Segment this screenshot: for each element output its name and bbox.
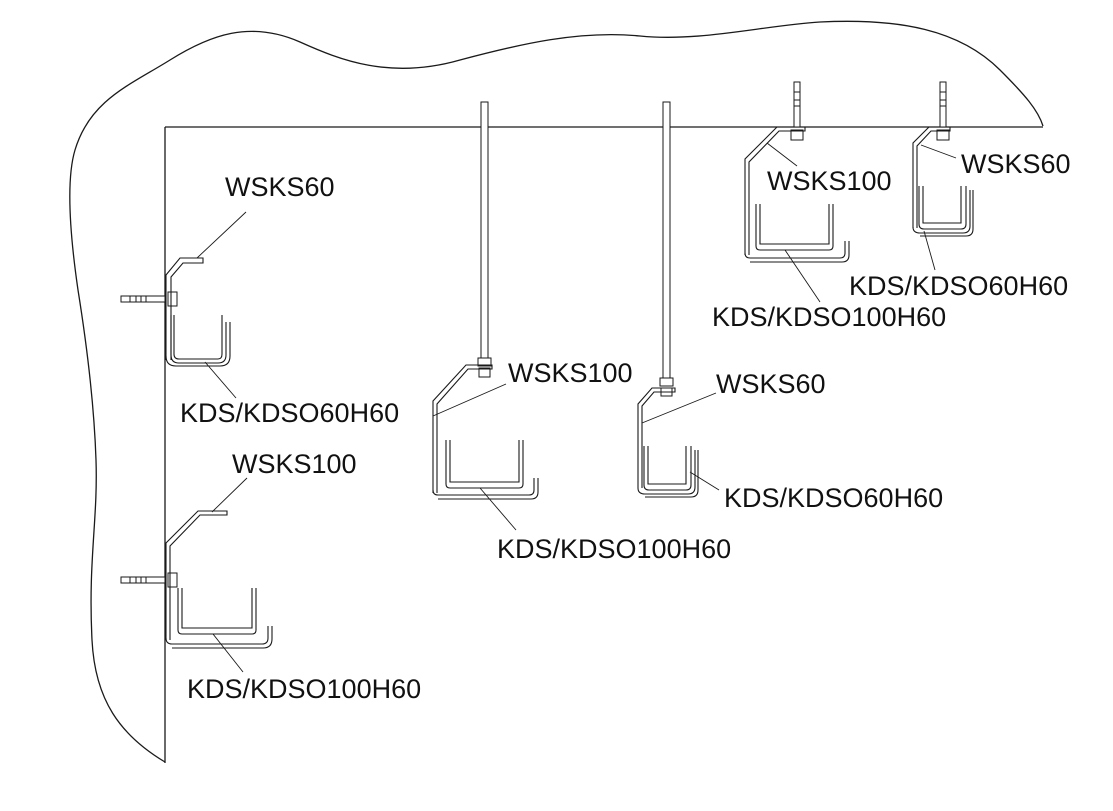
leader-line — [432, 383, 507, 417]
cable-tray-kds100 — [165, 588, 273, 649]
assembly-wall-lower: WSKS100 KDS/KDSO100H60 — [120, 449, 421, 704]
assembly-rod-left: WSKS100 KDS/KDSO100H60 — [432, 101, 731, 564]
leader-line — [689, 471, 720, 491]
bracket-label: WSKS100 — [232, 449, 357, 479]
rod-bracket-wsks60 — [637, 387, 676, 488]
leader-line — [766, 142, 798, 167]
leader-line — [784, 249, 821, 303]
leader-line — [920, 144, 957, 159]
tray-label: KDS/KDSO100H60 — [712, 302, 946, 332]
anchor-bolt-icon — [120, 572, 178, 588]
anchor-bolt-icon — [936, 81, 950, 141]
tray-label: KDS/KDSO60H60 — [724, 483, 943, 513]
building-break-outline — [69, 20, 1044, 763]
ceiling-bracket-wsks100 — [744, 126, 806, 255]
assembly-rod-right: WSKS60 KDS/KDSO60H60 — [637, 101, 943, 513]
wall-bracket-wsks60 — [165, 257, 204, 360]
tray-label: KDS/KDSO100H60 — [187, 674, 421, 704]
bracket-label: WSKS60 — [225, 172, 335, 202]
tray-label: KDS/KDSO100H60 — [497, 534, 731, 564]
nut-icon — [659, 377, 674, 387]
leader-line — [212, 633, 244, 673]
nut-icon — [478, 367, 491, 378]
cable-tray-kds100 — [432, 440, 539, 500]
tray-label: KDS/KDSO60H60 — [180, 398, 399, 428]
leader-line — [211, 477, 248, 513]
assembly-ceiling-left: WSKS100 KDS/KDSO100H60 — [712, 81, 946, 332]
ceiling-bracket-wsks60 — [912, 126, 951, 228]
cable-tray-kds60 — [165, 315, 231, 367]
leader-line — [196, 211, 247, 259]
leader-line — [204, 361, 237, 399]
bracket-label: WSKS100 — [508, 358, 633, 388]
leader-line — [641, 392, 717, 424]
cable-tray-kds60 — [912, 186, 974, 237]
tray-label: KDS/KDSO60H60 — [849, 271, 1068, 301]
threaded-rod — [662, 101, 671, 379]
assembly-ceiling-right: WSKS60 KDS/KDSO60H60 — [849, 81, 1071, 301]
bracket-label: WSKS60 — [716, 369, 826, 399]
wall-bracket-wsks100 — [165, 510, 228, 640]
threaded-rod — [480, 101, 489, 359]
bracket-label: WSKS60 — [961, 149, 1071, 179]
leader-line — [479, 487, 517, 531]
nut-icon — [477, 357, 492, 367]
assembly-wall-upper: WSKS60 KDS/KDSO60H60 — [120, 172, 399, 428]
cable-tray-kds100 — [744, 204, 850, 263]
bracket-label: WSKS100 — [767, 166, 892, 196]
leader-line — [923, 230, 936, 271]
cable-tray-kds60 — [637, 446, 699, 498]
anchor-bolt-icon — [120, 291, 178, 307]
rod-bracket-wsks100 — [432, 364, 493, 493]
